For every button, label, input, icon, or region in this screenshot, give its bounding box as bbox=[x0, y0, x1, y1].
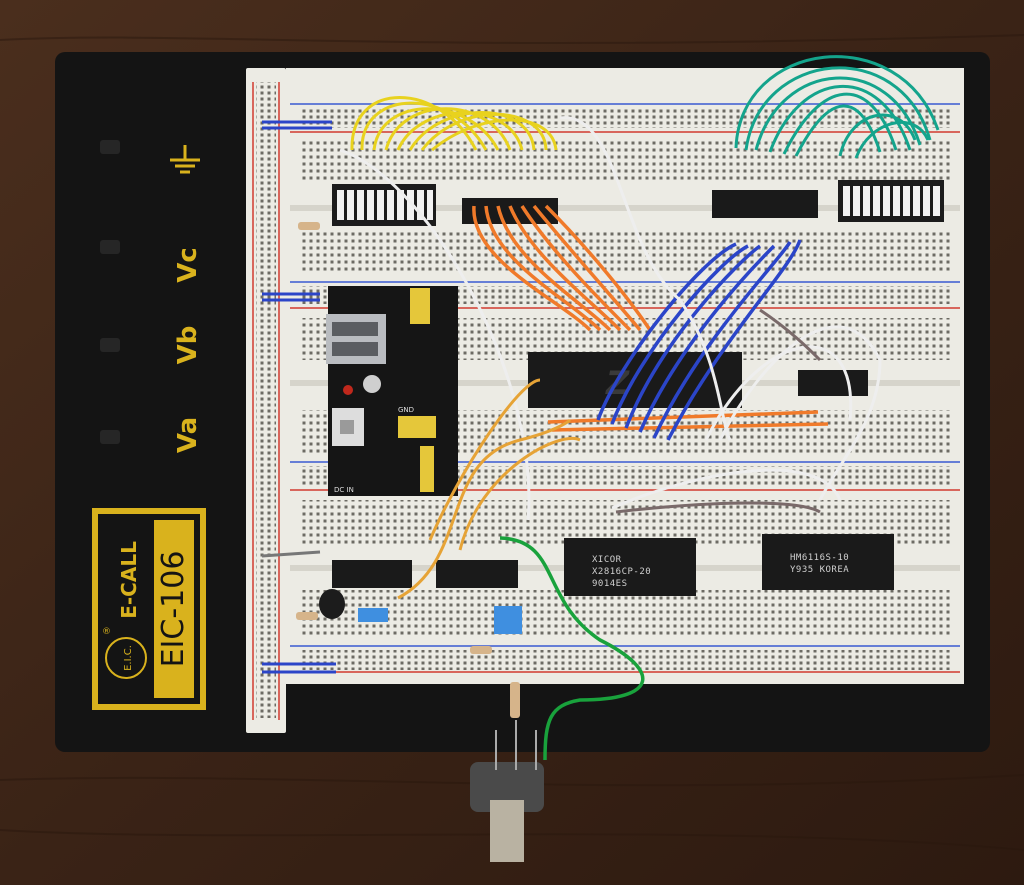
light-orange-wires bbox=[397, 378, 581, 600]
resistors bbox=[296, 222, 520, 718]
blue-wire-bundle bbox=[596, 239, 802, 441]
model-label: EIC-106 bbox=[156, 551, 191, 668]
teal-wire-bundle bbox=[734, 55, 940, 159]
eeprom-label-3: 9014ES bbox=[592, 579, 628, 589]
logic-chip-center bbox=[436, 560, 518, 588]
ground-icon bbox=[170, 145, 200, 174]
logic-chip-right bbox=[798, 370, 868, 396]
dc-in-label: DC IN bbox=[334, 486, 354, 494]
latch-chip-top bbox=[462, 198, 558, 224]
eeprom-label-2: X2816CP-20 bbox=[592, 567, 651, 577]
power-led bbox=[343, 385, 353, 395]
white-wires bbox=[339, 116, 882, 521]
terminal-label-vb: Vb bbox=[173, 326, 203, 365]
counter-chip-top bbox=[712, 190, 818, 218]
sram-label-1: HM6116S-10 bbox=[790, 553, 849, 563]
usb-port bbox=[326, 314, 386, 364]
gray-jumper bbox=[261, 550, 321, 558]
eic-logo bbox=[105, 637, 147, 679]
sram-label-2: Y935 KOREA bbox=[790, 565, 849, 575]
gray-wires bbox=[615, 308, 822, 514]
small-trimmer bbox=[358, 608, 388, 622]
brand-label: E-CALL bbox=[117, 541, 141, 619]
terminal-label-va: Va bbox=[173, 417, 203, 453]
pin-header bbox=[398, 416, 436, 438]
gnd-label: GND bbox=[398, 406, 414, 414]
rail-jumpers bbox=[262, 120, 336, 674]
eeprom-chip: XICOR X2816CP-20 9014ES bbox=[564, 538, 696, 596]
eeprom-label-1: XICOR bbox=[592, 555, 622, 565]
electrolytic-capacitor bbox=[319, 589, 345, 619]
led-bargraph-right bbox=[838, 180, 944, 222]
terminal-label-vc: Vc bbox=[173, 247, 203, 283]
yellow-wire-bundle bbox=[350, 96, 558, 152]
power-supply-module: GND DC IN bbox=[326, 286, 458, 496]
wood-grain bbox=[0, 34, 1024, 851]
registered-mark: ® bbox=[102, 627, 111, 637]
led-bargraph-left bbox=[332, 184, 436, 226]
left-power-rail bbox=[246, 68, 286, 733]
sram-chip: HM6116S-10 Y935 KOREA bbox=[762, 534, 894, 590]
capacitor bbox=[363, 375, 381, 393]
terminal-strip: Vc Vb Va bbox=[100, 140, 203, 453]
brand-plate: EIC-106 E-CALL E.I.C. ® bbox=[92, 508, 206, 710]
trimmer-potentiometer bbox=[494, 606, 522, 634]
logic-chip-left bbox=[332, 560, 412, 588]
potentiometer bbox=[470, 720, 544, 862]
green-wire bbox=[499, 536, 645, 761]
logo-letters: E.I.C. bbox=[123, 645, 134, 671]
orange-wire-bundle bbox=[472, 204, 829, 432]
